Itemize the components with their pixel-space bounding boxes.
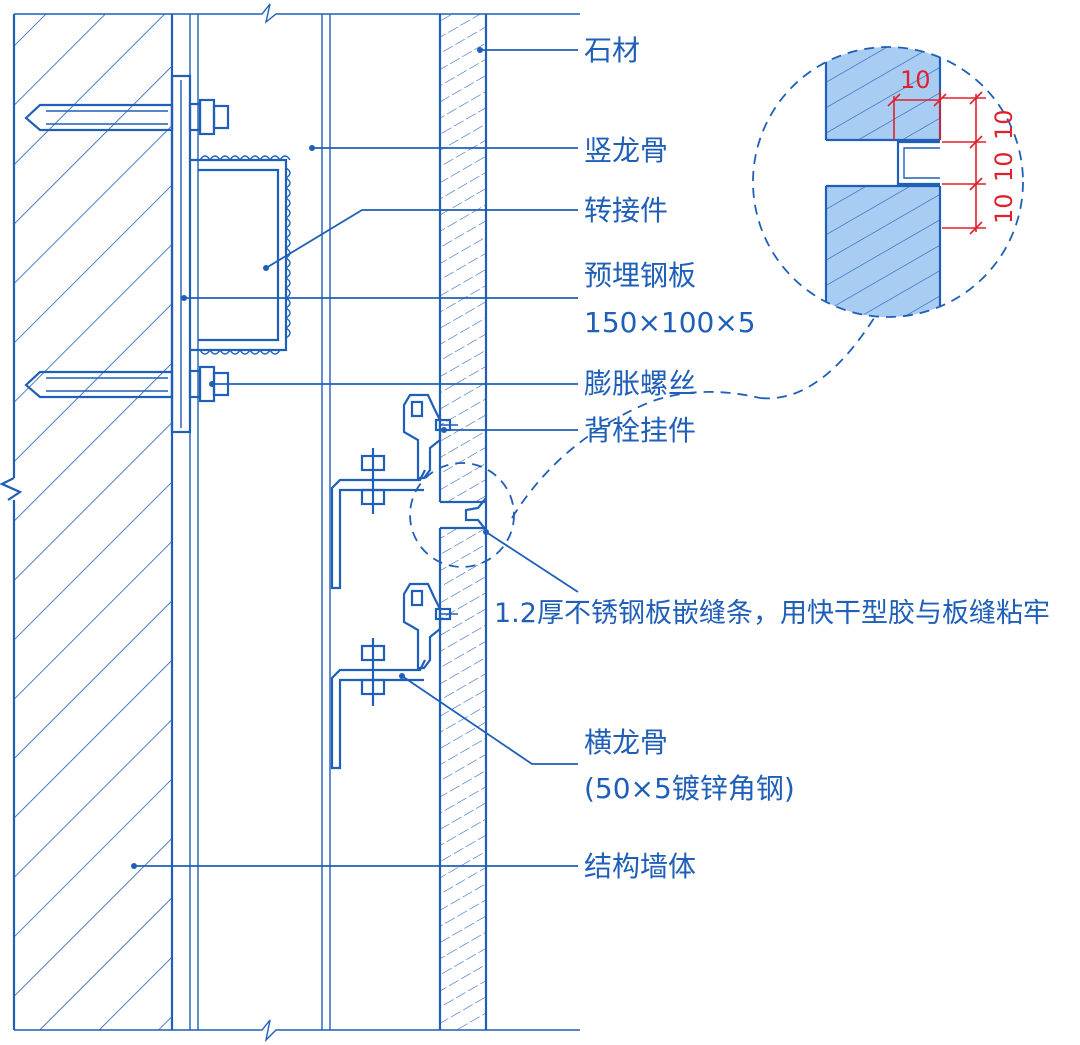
stone-panels — [438, 14, 488, 1030]
back-bolt-hanger-lower — [402, 582, 458, 670]
label-adapter: 转接件 — [584, 194, 668, 227]
leader-lines — [131, 47, 579, 869]
label-horizontal-keel-spec: (50×5镀锌角钢) — [584, 772, 795, 805]
vertical-keel — [189, 14, 331, 1030]
dim-width: 10 — [900, 66, 931, 94]
label-embedded-plate: 预埋钢板 — [584, 259, 696, 292]
label-structural-wall: 结构墙体 — [584, 850, 696, 883]
adapter-bracket — [190, 155, 291, 355]
label-vertical-keel: 竖龙骨 — [584, 134, 668, 167]
detail-dimensions: 10 10 10 10 — [887, 66, 1018, 235]
dim-height-mid: 10 — [990, 151, 1018, 182]
joint-detail-callout — [409, 314, 877, 568]
label-back-bolt-hanger: 背栓挂件 — [584, 414, 696, 447]
dim-height-bottom: 10 — [990, 193, 1018, 224]
joint-enlarged-detail — [752, 46, 1024, 318]
label-horizontal-keel: 横龙骨 — [584, 726, 668, 759]
horizontal-keel-lower — [330, 638, 426, 770]
label-joint-strip: 1.2厚不锈钢板嵌缝条，用快干型胶与板缝粘牢 — [494, 598, 1050, 629]
label-embedded-plate-size: 150×100×5 — [584, 306, 756, 339]
expansion-bolt-upper — [24, 98, 230, 136]
label-stone: 石材 — [584, 34, 640, 67]
structural-wall — [0, 14, 174, 1030]
labels: 石材 竖龙骨 转接件 预埋钢板 150×100×5 膨胀螺丝 背栓挂件 1.2厚… — [494, 34, 1050, 883]
horizontal-keel-upper — [330, 448, 426, 590]
dim-height-top: 10 — [990, 109, 1018, 140]
label-expansion-bolt: 膨胀螺丝 — [584, 367, 696, 400]
embedded-steel-plate — [170, 74, 192, 434]
break-lines — [14, 3, 580, 1043]
